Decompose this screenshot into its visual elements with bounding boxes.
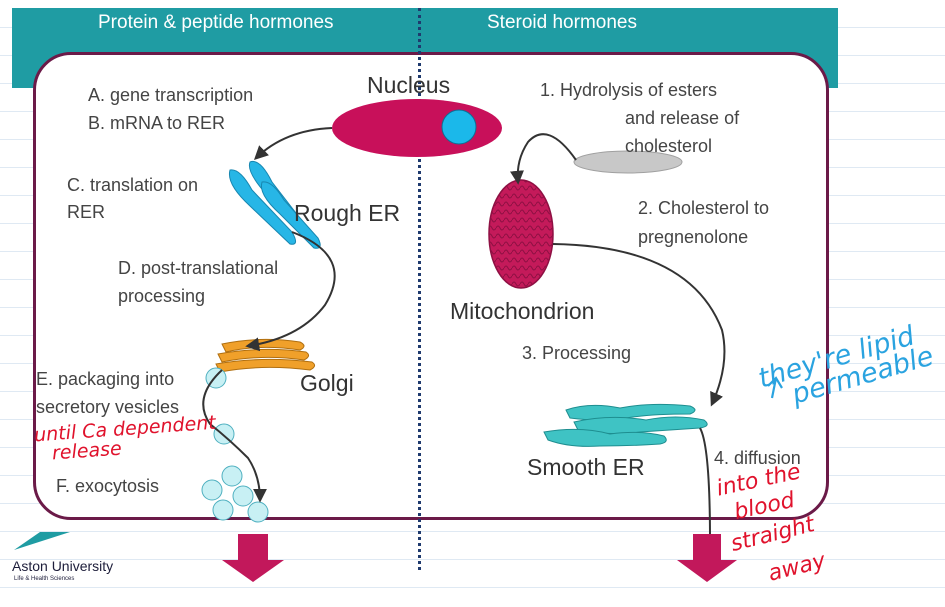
step-c-line2: RER [67,202,106,222]
label-nucleus: Nucleus [367,72,451,98]
step-1-line2: and release of [625,108,740,128]
step-3: 3. Processing [522,343,632,363]
step-2-line2: pregnenolone [638,227,749,247]
nucleolus-shape [441,109,477,145]
arrow-golgi-to-exocytosis [202,369,267,503]
secretory-vesicles [201,367,269,523]
step-e-line1: E. packaging into [36,369,175,389]
step-1-line3: cholesterol [625,136,713,156]
arrow-nucleus-to-rer [253,127,333,160]
golgi-shape [215,338,316,373]
step-d-line2: processing [118,286,206,306]
label-smooth-er: Smooth ER [527,454,645,480]
mitochondrion-shape [488,179,554,289]
step-a: A. gene transcription [88,85,254,105]
aston-university-logo-text: Aston University [12,558,114,574]
blue-annotation-arrow [767,376,783,399]
arrow-smooth-er-out [699,427,711,541]
arrow-mito-to-smooth-er [552,243,726,407]
header-steroid-hormones: Steroid hormones [487,12,637,33]
step-4: 4. diffusion [714,448,801,468]
aston-logo-subtitle: Life & Health Sciences [14,576,75,582]
arrow-cholesterol-to-mito [510,133,577,185]
step-c-line1: C. translation on [67,175,199,195]
step-d-line1: D. post-translational [118,258,279,278]
exit-arrow-left [222,534,284,582]
step-f: F. exocytosis [56,476,160,496]
rough-er-shape [228,160,321,249]
cholesterol-droplet [573,150,683,174]
step-1-line1: 1. Hydrolysis of esters [540,80,718,100]
exit-arrow-right [677,534,737,582]
label-rough-er: Rough ER [294,200,401,226]
header-protein-hormones: Protein & peptide hormones [98,12,334,33]
step-e-line2: secretory vesicles [36,397,180,417]
arrow-rer-to-golgi [245,231,336,352]
nucleus-shape [332,99,502,157]
label-mitochondrion: Mitochondrion [450,298,595,324]
dotted-divider [418,8,421,570]
step-2-line1: 2. Cholesterol to [638,198,770,218]
aston-logo-mark [14,532,70,550]
smooth-er-shape [543,403,708,447]
step-b: B. mRNA to RER [88,113,226,133]
cell-outline [33,52,829,520]
label-golgi: Golgi [300,370,354,396]
